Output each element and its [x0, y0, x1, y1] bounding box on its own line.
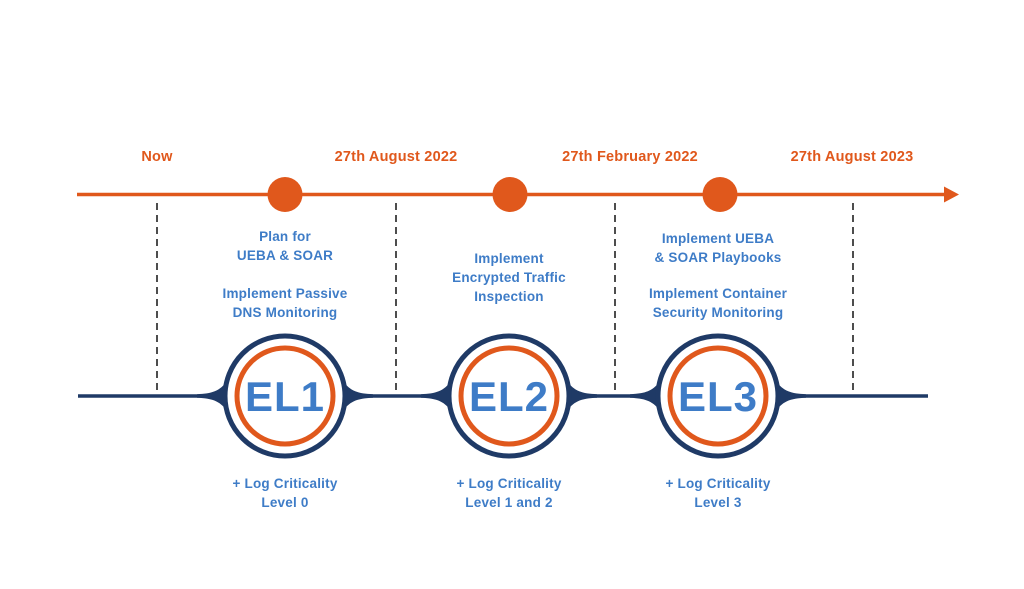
milestone2-el-label: EL2 [468, 373, 550, 420]
milestone1-plan-text: Plan for UEBA & SOAR [236, 229, 334, 263]
el3-circle [630, 333, 806, 459]
date-label-aug-2023: 27th August 2023 [790, 149, 914, 165]
timeline-dot-3 [702, 177, 738, 212]
timeline-dot-1 [267, 177, 303, 212]
milestone2-implement-text: Implement Encrypted Traffic Inspection [452, 251, 566, 304]
el2-circle [421, 333, 597, 459]
milestone3-plan-text: Implement UEBA & SOAR Playbooks [654, 231, 782, 265]
arrowhead-icon [944, 186, 959, 203]
dashed-guide-lines [156, 203, 854, 394]
milestone1-el-label: EL1 [244, 373, 326, 420]
milestone1-implement-text: Implement Passive DNS Monitoring [222, 286, 348, 320]
date-label-now: Now [141, 149, 173, 165]
el1-circle [197, 333, 373, 459]
milestone1-log-criticality-text: + Log Criticality Level 0 [232, 476, 338, 510]
timeline-dot-2 [492, 177, 528, 212]
date-label-feb-2022: 27th February 2022 [562, 149, 698, 165]
milestone3-log-criticality-text: + Log Criticality Level 3 [665, 476, 771, 510]
milestone2-log-criticality-text: + Log Criticality Level 1 and 2 [456, 476, 562, 510]
milestone3-el-label: EL3 [677, 373, 759, 420]
milestone3-implement-text: Implement Container Security Monitoring [648, 286, 788, 320]
timeline-arrow [77, 177, 959, 212]
date-label-aug-2022: 27th August 2022 [334, 149, 458, 165]
